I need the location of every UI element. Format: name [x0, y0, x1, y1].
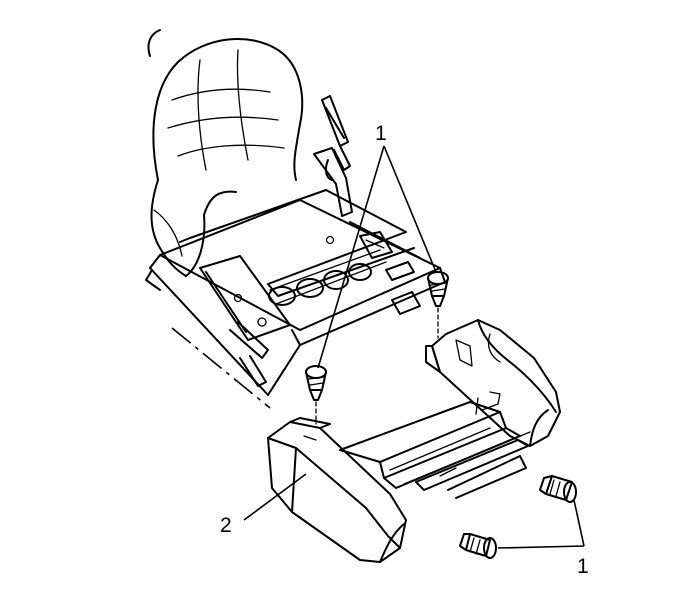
screw-lower-right [539, 475, 577, 503]
seat-adjuster-frame [145, 189, 446, 396]
callout-trim-cover: 2 [220, 514, 232, 537]
belt-buckle [313, 95, 353, 217]
screw-upper-left [305, 365, 327, 425]
screw-lower-left [459, 533, 497, 559]
trim-cover-left [267, 417, 407, 563]
callout-fastener-bottom: 1 [577, 555, 589, 578]
leader-lines [243, 145, 585, 549]
seat-track-rails [339, 391, 531, 499]
screw-upper-right [427, 271, 449, 339]
trim-cover-right [425, 319, 561, 447]
callout-fastener-top: 1 [375, 122, 387, 145]
seat-cushion [147, 29, 304, 277]
alignment-line [171, 327, 271, 409]
